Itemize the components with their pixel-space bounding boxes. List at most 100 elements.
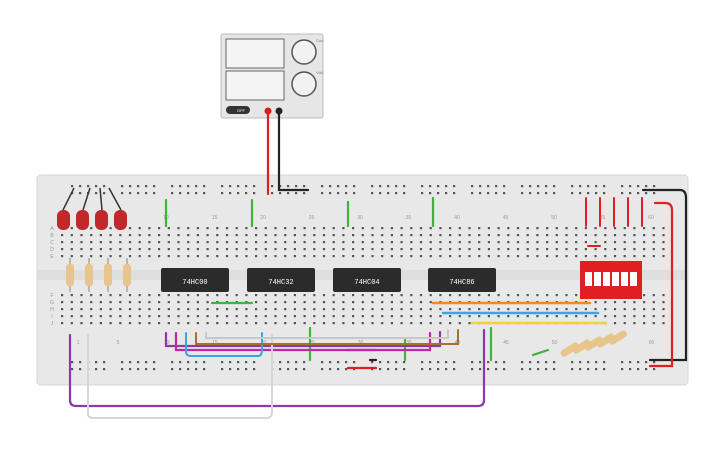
breadboard-hole[interactable] — [322, 255, 326, 258]
breadboard-hole[interactable] — [329, 185, 332, 188]
breadboard-hole[interactable] — [507, 255, 510, 258]
breadboard-hole[interactable] — [458, 315, 461, 318]
breadboard-hole[interactable] — [449, 308, 452, 311]
breadboard-hole[interactable] — [264, 315, 267, 318]
breadboard-hole[interactable] — [235, 294, 238, 297]
breadboard-hole[interactable] — [497, 315, 500, 318]
breadboard-hole[interactable] — [177, 241, 180, 244]
breadboard-hole[interactable] — [255, 308, 258, 311]
breadboard-hole[interactable] — [507, 241, 510, 244]
resistor[interactable] — [66, 258, 74, 292]
breadboard-hole[interactable] — [584, 241, 587, 244]
breadboard-hole[interactable] — [119, 294, 122, 297]
breadboard-hole[interactable] — [255, 315, 258, 318]
breadboard-hole[interactable] — [61, 294, 64, 297]
breadboard-hole[interactable] — [604, 308, 607, 311]
breadboard-hole[interactable] — [387, 361, 390, 364]
breadboard-hole[interactable] — [313, 234, 316, 237]
breadboard-hole[interactable] — [458, 227, 461, 230]
breadboard-hole[interactable] — [171, 361, 174, 364]
breadboard-hole[interactable] — [419, 322, 423, 325]
breadboard-hole[interactable] — [555, 308, 558, 311]
breadboard-hole[interactable] — [313, 301, 316, 304]
breadboard-hole[interactable] — [379, 368, 382, 371]
breadboard-hole[interactable] — [158, 227, 161, 230]
wire-gray[interactable] — [205, 329, 449, 339]
breadboard-hole[interactable] — [90, 315, 93, 318]
breadboard-hole[interactable] — [387, 368, 390, 371]
current-knob[interactable] — [291, 39, 317, 65]
breadboard-hole[interactable] — [594, 248, 597, 251]
breadboard-hole[interactable] — [584, 234, 587, 237]
breadboard-hole[interactable] — [584, 255, 587, 258]
breadboard-hole[interactable] — [429, 368, 432, 371]
breadboard-hole[interactable] — [195, 192, 198, 195]
breadboard-hole[interactable] — [342, 322, 345, 325]
breadboard-hole[interactable] — [478, 294, 481, 297]
breadboard-hole[interactable] — [322, 227, 326, 230]
breadboard-hole[interactable] — [196, 255, 199, 258]
breadboard-hole[interactable] — [295, 192, 298, 195]
wire-purple-long[interactable] — [68, 328, 486, 408]
breadboard-hole[interactable] — [536, 255, 539, 258]
breadboard-hole[interactable] — [187, 234, 190, 237]
breadboard-hole[interactable] — [468, 248, 471, 251]
breadboard-hole[interactable] — [594, 241, 597, 244]
breadboard-hole[interactable] — [400, 294, 403, 297]
breadboard-hole[interactable] — [429, 241, 432, 244]
breadboard-hole[interactable] — [322, 241, 326, 244]
power-wire-black[interactable] — [277, 109, 310, 192]
breadboard-hole[interactable] — [419, 301, 423, 304]
breadboard-hole[interactable] — [253, 185, 256, 188]
breadboard-hole[interactable] — [293, 248, 296, 251]
breadboard-hole[interactable] — [303, 301, 306, 304]
breadboard-hole[interactable] — [478, 308, 481, 311]
breadboard-hole[interactable] — [545, 185, 548, 188]
breadboard-hole[interactable] — [613, 234, 617, 237]
breadboard-hole[interactable] — [421, 368, 424, 371]
breadboard-hole[interactable] — [148, 308, 151, 311]
breadboard-hole[interactable] — [109, 234, 112, 237]
breadboard-hole[interactable] — [279, 192, 282, 195]
breadboard-hole[interactable] — [439, 234, 442, 237]
breadboard-hole[interactable] — [352, 227, 355, 230]
breadboard-hole[interactable] — [332, 227, 335, 230]
breadboard-hole[interactable] — [594, 315, 597, 318]
breadboard-hole[interactable] — [121, 192, 124, 195]
breadboard-hole[interactable] — [575, 255, 578, 258]
breadboard-hole[interactable] — [274, 308, 277, 311]
breadboard-hole[interactable] — [353, 185, 356, 188]
breadboard-hole[interactable] — [643, 241, 646, 244]
breadboard-hole[interactable] — [526, 255, 529, 258]
breadboard-hole[interactable] — [633, 301, 636, 304]
breadboard-hole[interactable] — [153, 361, 156, 364]
resistor[interactable] — [123, 258, 131, 292]
breadboard-hole[interactable] — [468, 234, 471, 237]
breadboard-hole[interactable] — [579, 361, 582, 364]
breadboard-hole[interactable] — [145, 368, 148, 371]
breadboard-hole[interactable] — [546, 308, 549, 311]
breadboard-hole[interactable] — [471, 361, 474, 364]
breadboard-hole[interactable] — [478, 248, 481, 251]
breadboard-hole[interactable] — [293, 255, 296, 258]
breadboard-hole[interactable] — [295, 185, 298, 188]
breadboard-hole[interactable] — [419, 234, 423, 237]
breadboard-hole[interactable] — [487, 185, 490, 188]
breadboard-hole[interactable] — [206, 308, 209, 311]
breadboard-hole[interactable] — [99, 315, 102, 318]
breadboard-hole[interactable] — [195, 368, 198, 371]
breadboard-hole[interactable] — [487, 361, 490, 364]
breadboard-hole[interactable] — [293, 301, 296, 304]
breadboard-hole[interactable] — [303, 241, 306, 244]
breadboard-hole[interactable] — [303, 185, 306, 188]
breadboard-hole[interactable] — [553, 185, 556, 188]
breadboard-hole[interactable] — [203, 185, 206, 188]
breadboard-hole[interactable] — [381, 227, 384, 230]
breadboard-hole[interactable] — [371, 255, 374, 258]
breadboard-hole[interactable] — [322, 301, 326, 304]
breadboard-hole[interactable] — [329, 192, 332, 195]
breadboard-hole[interactable] — [284, 241, 287, 244]
breadboard-hole[interactable] — [221, 192, 224, 195]
breadboard-hole[interactable] — [177, 248, 180, 251]
breadboard-hole[interactable] — [421, 185, 424, 188]
